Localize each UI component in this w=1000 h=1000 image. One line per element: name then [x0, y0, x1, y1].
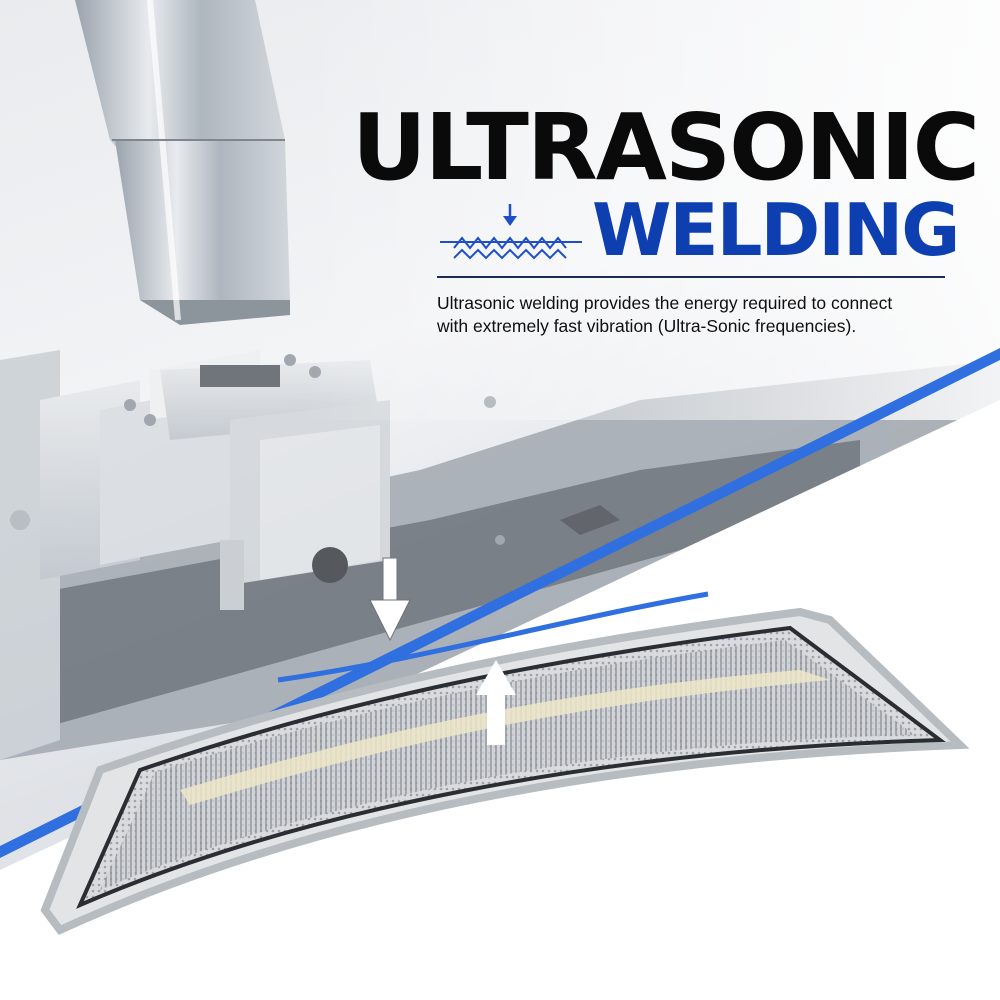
side-marker-lens [40, 607, 970, 935]
weld-line [277, 591, 709, 683]
up-arrow-icon [476, 660, 516, 745]
title-divider [437, 276, 945, 278]
ultrasonic-horn [75, 0, 290, 325]
description-line-2: with extremely fast vibration (Ultra-Son… [437, 316, 857, 336]
title-line-2: WELDING [592, 188, 960, 272]
down-arrow-wave-icon [440, 204, 582, 260]
title-line-1: ULTRASONIC [352, 94, 980, 201]
description-line-1: Ultrasonic welding provides the energy r… [437, 293, 893, 313]
welding-machine [0, 350, 1000, 760]
down-arrow-icon [369, 557, 411, 642]
description: Ultrasonic welding provides the energy r… [437, 292, 977, 338]
